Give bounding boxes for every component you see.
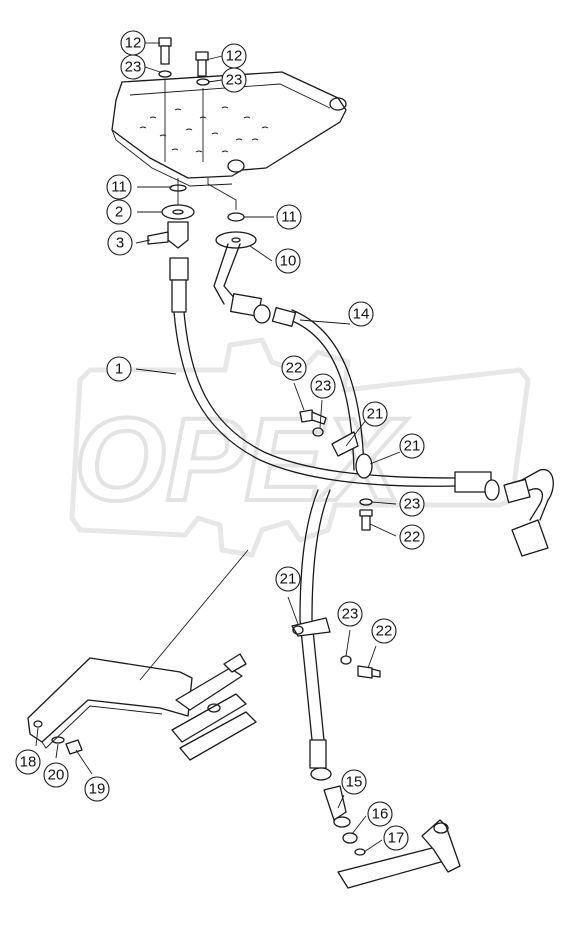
svg-text:12: 12 [125,35,142,52]
svg-text:16: 16 [372,806,389,823]
callout-21[interactable]: 21 [399,433,425,459]
callout-2[interactable]: 2 [106,199,132,225]
callouts: 12 23 12 23 11 2 11 3 10 14 1 22 23 21 2… [15,30,425,851]
svg-text:21: 21 [280,571,297,588]
svg-text:23: 23 [226,72,243,89]
callout-12[interactable]: 12 [120,30,146,56]
callout-15[interactable]: 15 [341,769,367,795]
bolt-12-left [158,37,172,162]
vertical-pipe [299,489,332,781]
bolt-22-lower [340,655,381,679]
svg-text:12: 12 [226,48,243,65]
svg-text:21: 21 [404,438,421,455]
svg-text:19: 19 [89,781,106,798]
callout-10[interactable]: 10 [275,248,301,274]
svg-text:11: 11 [281,209,297,226]
bottom-left-bracket [27,549,257,761]
watermark-gear-outline [69,337,531,558]
callout-12[interactable]: 12 [221,43,247,69]
gasket-and-flange-left [147,178,195,313]
svg-text:2: 2 [115,204,123,221]
svg-text:22: 22 [286,360,303,377]
bolt-22-upper [299,409,327,437]
hose-1 [173,311,554,557]
callout-23[interactable]: 23 [337,601,363,627]
mounting-plate [111,71,347,187]
svg-text:17: 17 [388,830,405,847]
pipe-10-and-hose-14 [213,243,365,471]
svg-text:14: 14 [353,306,370,323]
callout-18[interactable]: 18 [15,749,41,775]
callout-23[interactable]: 23 [221,67,247,93]
svg-text:10: 10 [280,253,297,270]
svg-text:22: 22 [404,529,421,546]
svg-text:20: 20 [48,767,65,784]
callout-21[interactable]: 21 [275,566,301,592]
callout-22[interactable]: 22 [399,524,425,550]
fitting-15 [323,785,366,856]
clamps-21 [291,431,373,637]
svg-text:18: 18 [20,754,37,771]
svg-text:23: 23 [404,496,421,513]
svg-text:23: 23 [315,378,332,395]
callout-11[interactable]: 11 [276,204,302,230]
svg-text:1: 1 [115,361,123,378]
callout-23[interactable]: 23 [399,491,425,517]
svg-text:23: 23 [125,59,142,76]
callout-19[interactable]: 19 [84,776,110,802]
gasket-and-flange-right [207,178,257,249]
callout-22[interactable]: 22 [371,618,397,644]
callout-14[interactable]: 14 [348,301,374,327]
svg-text:21: 21 [367,406,384,423]
callout-22[interactable]: 22 [281,355,307,381]
callout-16[interactable]: 16 [367,801,393,827]
callout-23[interactable]: 23 [310,373,336,399]
callout-23[interactable]: 23 [120,54,146,80]
callout-3[interactable]: 3 [107,230,133,256]
bolt-12-right [195,51,210,162]
bottom-pipe-bracket [337,819,461,889]
callout-11[interactable]: 11 [106,174,132,200]
leader-lines [35,42,401,853]
svg-text:3: 3 [116,235,124,252]
callout-17[interactable]: 17 [383,825,409,851]
svg-text:22: 22 [376,623,393,640]
svg-text:11: 11 [111,179,127,196]
svg-text:23: 23 [342,606,359,623]
svg-text:15: 15 [346,774,363,791]
callout-21[interactable]: 21 [362,401,388,427]
callout-1[interactable]: 1 [106,356,132,382]
callout-20[interactable]: 20 [43,762,69,788]
